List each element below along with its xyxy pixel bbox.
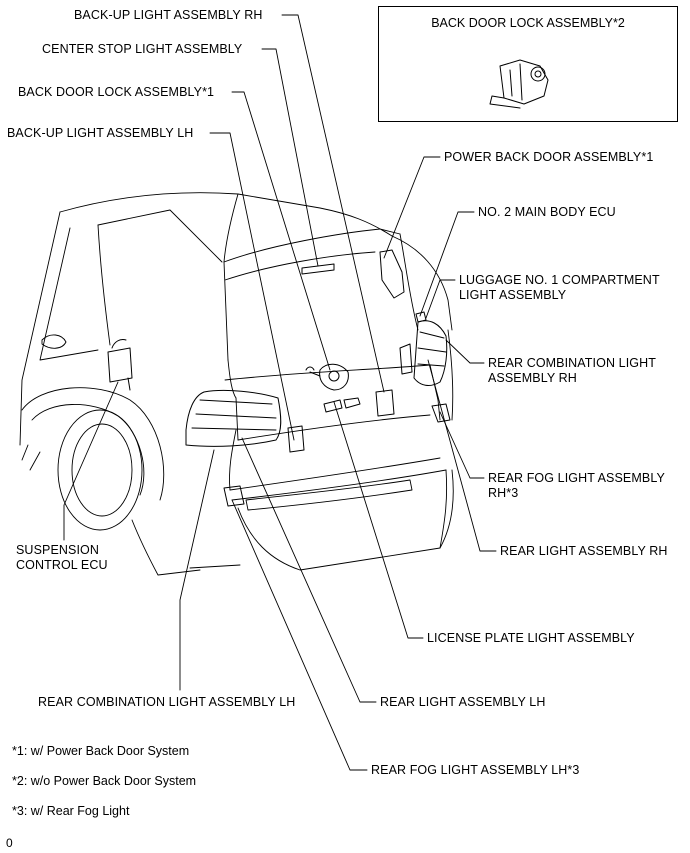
- label-rear-fog-rh: REAR FOG LIGHT ASSEMBLY RH*3: [488, 471, 665, 500]
- inset-box: BACK DOOR LOCK ASSEMBLY*2: [378, 6, 678, 122]
- label-backup-light-rh: BACK-UP LIGHT ASSEMBLY RH: [74, 8, 263, 22]
- label-back-door-lock-1: BACK DOOR LOCK ASSEMBLY*1: [18, 85, 215, 99]
- suspension-control-ecu: [107, 339, 133, 391]
- leader-lines: [63, 14, 497, 771]
- license-plate-light: [323, 397, 361, 413]
- figure-id: 0: [6, 836, 13, 850]
- rear-combination-light-rh: [399, 320, 448, 386]
- label-suspension-ecu: SUSPENSION CONTROL ECU: [16, 543, 108, 572]
- label-center-stop-light: CENTER STOP LIGHT ASSEMBLY: [42, 42, 243, 56]
- inset-lock-drawing: [489, 59, 549, 109]
- footnote-3: *3: w/ Rear Fog Light: [12, 804, 130, 818]
- rear-fog-light-rh: [431, 403, 451, 423]
- center-stop-light: [301, 263, 335, 275]
- label-no2-main-body-ecu: NO. 2 MAIN BODY ECU: [478, 205, 616, 219]
- backup-light-rh: [375, 389, 395, 417]
- label-power-back-door: POWER BACK DOOR ASSEMBLY*1: [444, 150, 654, 164]
- back-door-lock: [305, 363, 349, 391]
- backup-light-lh: [287, 425, 305, 453]
- rear-fog-light-lh: [223, 485, 245, 507]
- label-backup-light-lh: BACK-UP LIGHT ASSEMBLY LH: [7, 126, 194, 140]
- label-rear-combination-lh: REAR COMBINATION LIGHT ASSEMBLY LH: [38, 695, 296, 709]
- label-rear-light-rh: REAR LIGHT ASSEMBLY RH: [500, 544, 668, 558]
- footnote-1: *1: w/ Power Back Door System: [12, 744, 190, 758]
- footnote-2: *2: w/o Power Back Door System: [12, 774, 197, 788]
- label-rear-light-lh: REAR LIGHT ASSEMBLY LH: [380, 695, 546, 709]
- power-back-door: [379, 249, 405, 299]
- label-rear-fog-lh: REAR FOG LIGHT ASSEMBLY LH*3: [371, 763, 580, 777]
- label-license-plate-light: LICENSE PLATE LIGHT ASSEMBLY: [427, 631, 635, 645]
- rear-combination-light-lh: [185, 389, 282, 447]
- label-rear-combination-rh: REAR COMBINATION LIGHT ASSEMBLY RH: [488, 356, 656, 385]
- inset-title: BACK DOOR LOCK ASSEMBLY*2: [431, 16, 625, 30]
- label-luggage-light: LUGGAGE NO. 1 COMPARTMENT LIGHT ASSEMBLY: [459, 273, 660, 302]
- vehicle-body: [19, 192, 454, 576]
